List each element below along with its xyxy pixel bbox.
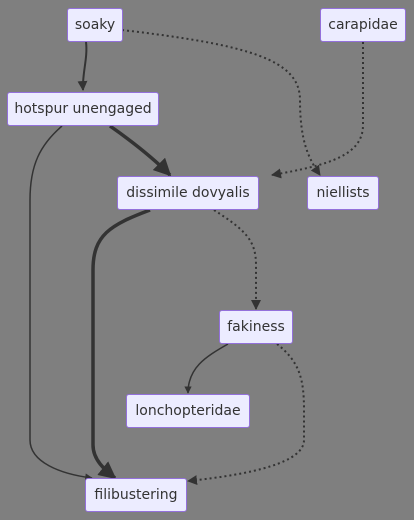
edge-carapidae-to-dissimile-dovyalis [271,42,364,179]
node-label: soaky [74,17,116,33]
node-label: fakiness [227,319,285,335]
node-carapidae[interactable]: carapidae [320,8,406,42]
edge-soaky-to-niellists [121,29,321,176]
node-filibustering[interactable]: filibustering [85,478,187,512]
edge-fakiness-to-lonchopteridae [184,343,229,394]
node-hotspur-unengaged[interactable]: hotspur unengaged [7,92,159,126]
node-fakiness[interactable]: fakiness [219,310,293,344]
node-soaky[interactable]: soaky [67,8,123,42]
node-label: hotspur unengaged [14,101,152,117]
edge-dissimile-dovyalis-to-filibustering [91,208,151,480]
edge-dissimile-dovyalis-to-fakiness [213,209,261,310]
node-lonchopteridae[interactable]: lonchopteridae [126,394,250,428]
edge-hotspur-unengaged-to-dissimile-dovyalis [108,124,172,177]
edge-soaky-to-hotspur-unengaged [77,41,88,91]
node-niellists[interactable]: niellists [307,176,379,210]
node-label: niellists [316,185,370,201]
node-label: dissimile dovyalis [126,185,250,201]
node-dissimile-dovyalis[interactable]: dissimile dovyalis [117,176,259,210]
node-label: lonchopteridae [135,403,241,419]
edge-hotspur-unengaged-to-filibustering [29,125,93,481]
node-label: carapidae [328,17,398,33]
node-label: filibustering [94,487,178,503]
